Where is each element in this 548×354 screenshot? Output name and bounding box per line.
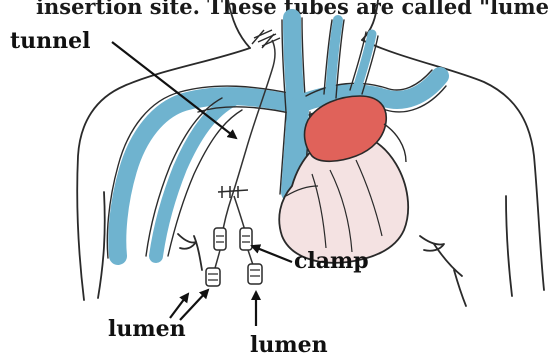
clamp-label: clamp — [294, 248, 369, 274]
tunnel-label: tunnel — [10, 28, 91, 54]
lumen-left-label: lumen — [108, 316, 186, 342]
lumen-right-label: lumen — [250, 332, 328, 354]
lumen-left-arrow-2 — [180, 290, 208, 320]
lumen-connectors — [206, 228, 262, 286]
clamp-arrow — [252, 246, 292, 262]
catheter-line — [218, 30, 280, 236]
